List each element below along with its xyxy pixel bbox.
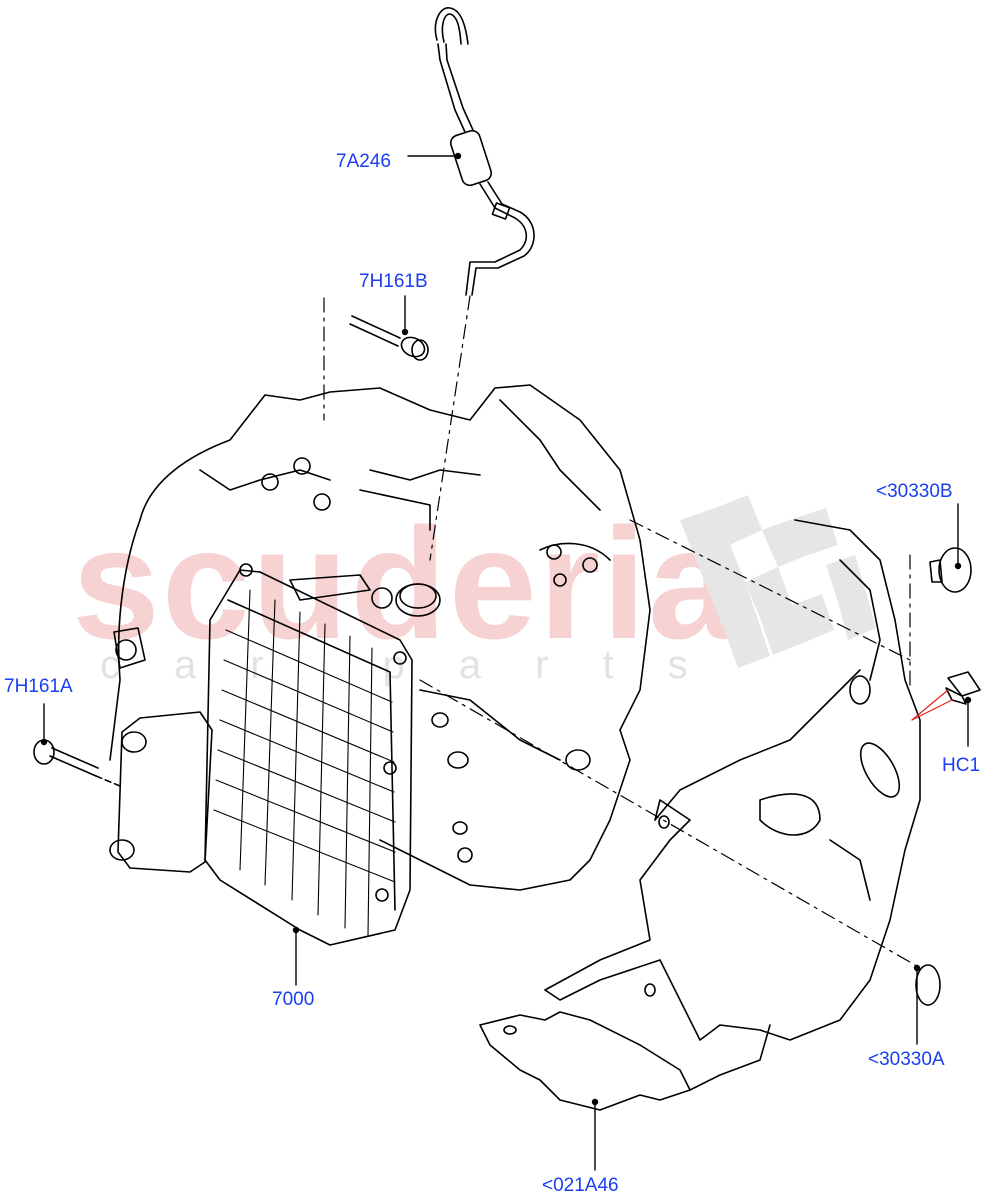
oil-pan-part — [204, 563, 413, 946]
plug-30330a-part — [915, 964, 941, 1006]
breather-tube-part — [434, 7, 535, 296]
watermark-checker-icon — [680, 495, 876, 668]
bolt-30330b-part — [929, 547, 972, 593]
hc1-highlight-leader — [911, 689, 953, 721]
leader-lines — [40, 152, 972, 1171]
heat-shield-part — [544, 519, 921, 1041]
callout-30330a[interactable]: <30330A — [868, 1049, 945, 1070]
transmission-housing-part — [109, 384, 651, 891]
callout-021a46[interactable]: <021A46 — [542, 1175, 619, 1196]
callout-7h161a[interactable]: 7H161A — [4, 676, 73, 697]
callout-7h161b[interactable]: 7H161B — [359, 271, 428, 292]
callout-30330b[interactable]: <30330B — [876, 481, 953, 502]
lower-shield-part — [479, 1011, 771, 1111]
callout-7a246[interactable]: 7A246 — [336, 151, 391, 172]
oil-cooler-part — [109, 711, 213, 873]
callout-7000[interactable]: 7000 — [272, 989, 315, 1010]
bolt-7h161b-part — [349, 315, 429, 361]
clip-hc1-part — [945, 671, 981, 705]
callout-hc1[interactable]: HC1 — [942, 755, 981, 776]
bolt-7h161a-part — [33, 739, 121, 787]
dash-dot-line — [323, 295, 916, 966]
